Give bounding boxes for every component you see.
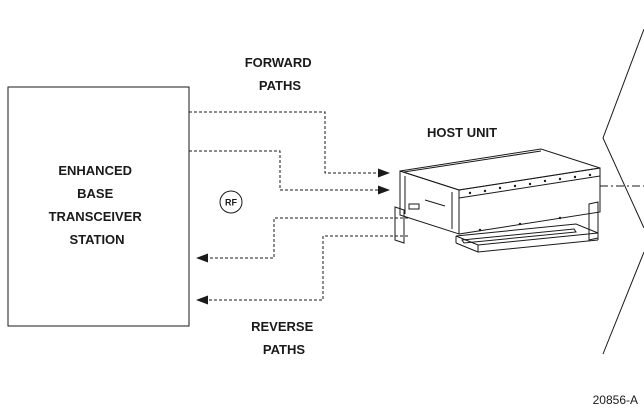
rf-badge-circle: [219, 190, 243, 214]
host-unit-chassis: [394, 148, 601, 253]
reverse-path-2: [208, 235, 408, 301]
forward-path-2: [189, 150, 378, 191]
break-line-lower: [602, 251, 644, 355]
forward-path-2-arrow: [378, 185, 390, 195]
forward-path-1: [189, 111, 378, 174]
rf-badge-label: RF: [225, 198, 237, 208]
break-line-upper: [602, 28, 644, 229]
forward-path-1-arrow: [378, 168, 390, 178]
base-station-box: [7, 86, 190, 327]
reverse-path-2-arrow: [196, 295, 208, 305]
figure-id: 20856-A: [593, 393, 638, 407]
station-label: ENHANCED BASE TRANSCEIVER STATION: [49, 163, 146, 247]
reverse-path-1-arrow: [196, 253, 208, 263]
reverse-paths-label: REVERSE PATHS: [251, 319, 317, 357]
reverse-path-1: [208, 217, 408, 259]
forward-paths-label: FORWARD PATHS: [245, 55, 316, 93]
host-unit-label: HOST UNIT: [427, 125, 497, 140]
